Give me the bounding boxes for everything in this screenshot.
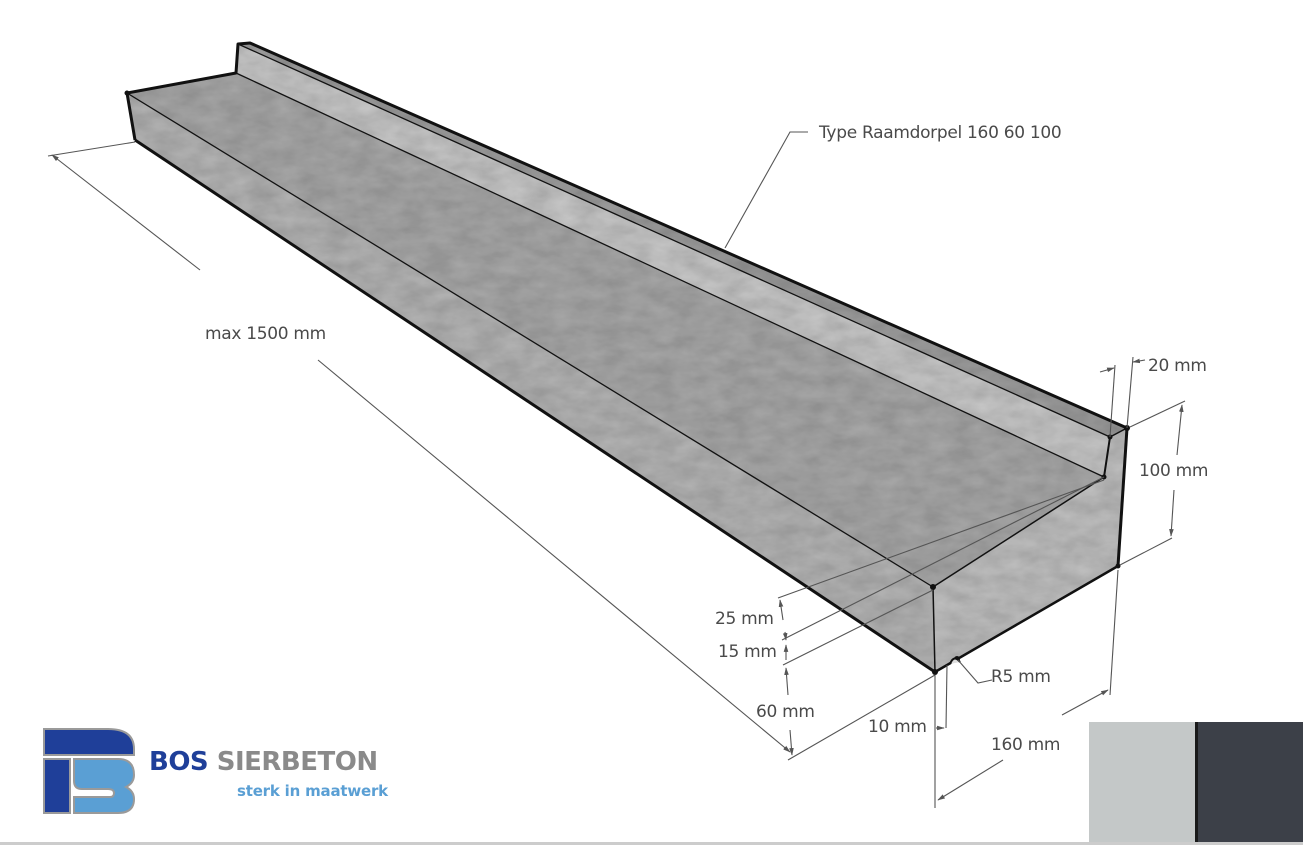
- swatch-anthracite: [1198, 722, 1303, 845]
- swatch-light-gray: [1089, 722, 1195, 845]
- dim-slope-rise-label: 25 mm: [715, 609, 774, 629]
- dim-length-label: max 1500 mm: [205, 324, 326, 344]
- dim-drip-offset-label: 10 mm: [868, 717, 927, 737]
- sill-body: [127, 43, 1127, 672]
- upstand-top-face: [238, 43, 1127, 437]
- dim-depth-label: 160 mm: [991, 735, 1061, 755]
- brand-logo: BOS SIERBETON sterk in maatwerk: [42, 727, 392, 815]
- dim-total-height-label: 100 mm: [1139, 461, 1209, 481]
- sill-edges: [125, 41, 1129, 674]
- dim-front-height-label: 60 mm: [756, 702, 815, 722]
- swatch-separator: [1195, 722, 1198, 845]
- brand-name-sierbeton: SIERBETON: [216, 747, 378, 777]
- bottom-divider: [0, 842, 1303, 845]
- product-type-label: Type Raamdorpel 160 60 100: [819, 123, 1062, 143]
- front-face: [127, 93, 935, 672]
- brand-name: BOS SIERBETON: [149, 747, 378, 777]
- brand-tagline: sterk in maatwerk: [237, 782, 388, 800]
- color-swatches: [1089, 722, 1303, 845]
- bs-monogram-icon: [43, 728, 136, 814]
- upstand-inner-face: [236, 44, 1110, 477]
- dim-front-step-label: 15 mm: [718, 642, 777, 662]
- brand-name-bos: BOS: [149, 747, 209, 777]
- top-slope-face: [127, 73, 1104, 587]
- dim-upstand-width-label: 20 mm: [1148, 356, 1207, 376]
- dim-drip-radius-label: R5 mm: [991, 667, 1051, 687]
- end-face: [933, 428, 1127, 672]
- dimension-lines: [47, 131, 1186, 808]
